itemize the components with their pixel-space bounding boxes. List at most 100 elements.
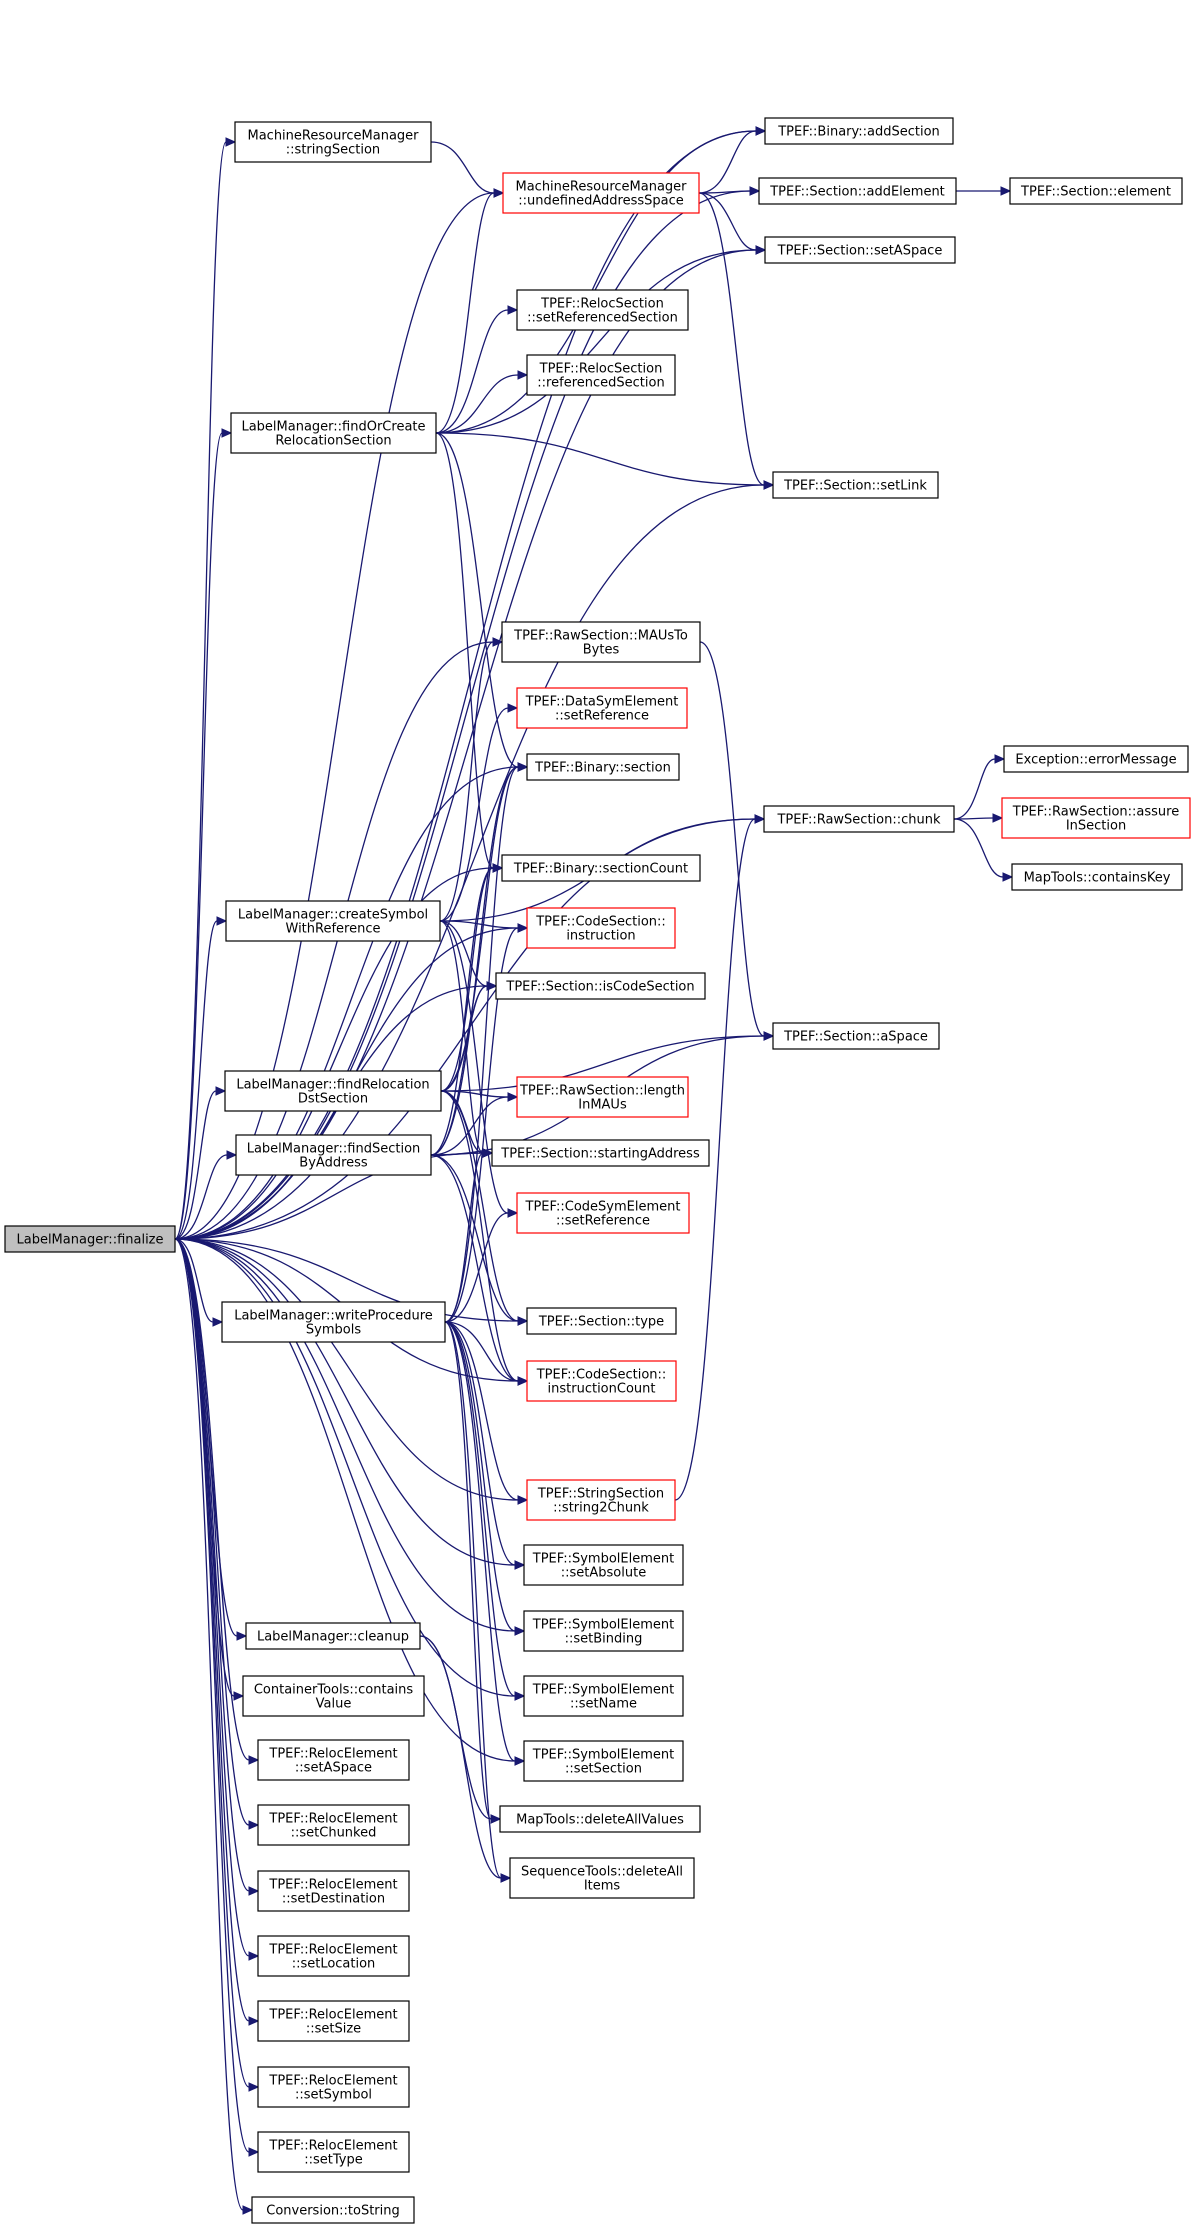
node-finalize[interactable]: LabelManager::finalize bbox=[4, 1225, 176, 1253]
node-relocSetType[interactable]: TPEF::RelocElement::setType bbox=[257, 2131, 410, 2173]
node-symSetName[interactable]: TPEF::SymbolElement::setName bbox=[523, 1675, 684, 1717]
node-codeInstruction[interactable]: TPEF::CodeSection::instruction bbox=[526, 907, 676, 949]
arrowhead-icon bbox=[248, 1755, 260, 1765]
node-box bbox=[758, 177, 957, 205]
node-symSetSection[interactable]: TPEF::SymbolElement::setSection bbox=[523, 1740, 684, 1782]
node-mapDeleteAllValues[interactable]: MapTools::deleteAllValues bbox=[499, 1805, 701, 1833]
node-relocSetSize[interactable]: TPEF::RelocElement::setSize bbox=[257, 2000, 410, 2042]
node-relocReferencedSection[interactable]: TPEF::RelocSection::referencedSection bbox=[526, 354, 676, 396]
node-relocSetDestination[interactable]: TPEF::RelocElement::setDestination bbox=[257, 1870, 410, 1912]
arrowhead-icon bbox=[221, 428, 233, 438]
node-sectionSetLink[interactable]: TPEF::Section::setLink bbox=[772, 471, 939, 499]
node-label-line: TPEF::DataSymElement bbox=[525, 695, 679, 710]
edge-line bbox=[435, 192, 495, 434]
node-binaryAddSection[interactable]: TPEF::Binary::addSection bbox=[764, 117, 954, 145]
node-sectionSetASpace[interactable]: TPEF::Section::setASpace bbox=[764, 236, 956, 264]
node-relocSetLocation[interactable]: TPEF::RelocElement::setLocation bbox=[257, 1935, 410, 1977]
node-label-line: ::setASpace bbox=[295, 1761, 372, 1776]
edge-line bbox=[174, 1238, 250, 1761]
node-label-line: ::stringSection bbox=[286, 143, 380, 158]
node-sectionIsCodeSection[interactable]: TPEF::Section::isCodeSection bbox=[495, 972, 706, 1000]
node-symSetAbsolute[interactable]: TPEF::SymbolElement::setAbsolute bbox=[523, 1544, 684, 1586]
node-symSetBinding[interactable]: TPEF::SymbolElement::setBinding bbox=[523, 1610, 684, 1652]
node-relocSetChunked[interactable]: TPEF::RelocElement::setChunked bbox=[257, 1804, 410, 1846]
edge-line bbox=[174, 1238, 516, 1697]
node-codeSymSetReference[interactable]: TPEF::CodeSymElement::setReference bbox=[516, 1192, 690, 1234]
node-findOrCreateRelocationSection[interactable]: LabelManager::findOrCreateRelocationSect… bbox=[230, 412, 437, 454]
edge-line bbox=[444, 1321, 516, 1566]
node-relocSetASpace[interactable]: TPEF::RelocElement::setASpace bbox=[257, 1739, 410, 1781]
edge-line bbox=[174, 1238, 244, 2211]
node-label-line: ::setChunked bbox=[291, 1826, 377, 1841]
node-label-line: RelocationSection bbox=[275, 434, 391, 449]
node-mapContainsKey[interactable]: MapTools::containsKey bbox=[1011, 863, 1183, 891]
edge-line bbox=[174, 1238, 250, 2153]
edge-finalize-to-toString bbox=[174, 1238, 254, 2215]
node-label-line: MachineResourceManager bbox=[515, 180, 687, 195]
edge-undefinedAddressSpace-to-sectionAddElement bbox=[698, 186, 761, 196]
node-sectionType[interactable]: TPEF::Section::type bbox=[526, 1307, 677, 1335]
node-label-line: LabelManager::writeProcedure bbox=[234, 1309, 433, 1324]
node-sectionElement[interactable]: TPEF::Section::element bbox=[1009, 177, 1183, 205]
node-dataSymSetReference[interactable]: TPEF::DataSymElement::setReference bbox=[516, 687, 688, 729]
node-binarySection[interactable]: TPEF::Binary::section bbox=[526, 753, 680, 781]
edge-line bbox=[174, 141, 227, 1240]
arrowhead-icon bbox=[212, 1317, 224, 1327]
edge-line bbox=[435, 432, 765, 486]
node-label-line: SequenceTools::deleteAll bbox=[521, 1865, 683, 1880]
node-rawChunk[interactable]: TPEF::RawSection::chunk bbox=[763, 805, 955, 833]
node-label-line: TPEF::SymbolElement bbox=[532, 1618, 674, 1633]
node-stringSection[interactable]: MachineResourceManager::stringSection bbox=[234, 121, 432, 163]
node-cleanup[interactable]: LabelManager::cleanup bbox=[245, 1622, 421, 1650]
node-undefinedAddressSpace[interactable]: MachineResourceManager::undefinedAddress… bbox=[502, 172, 700, 214]
edge-rawChunk-to-exceptionErrorMessage bbox=[953, 754, 1006, 820]
node-label-line: instructionCount bbox=[548, 1382, 656, 1397]
node-sectionAddElement[interactable]: TPEF::Section::addElement bbox=[758, 177, 957, 205]
node-label-line: ::setAbsolute bbox=[561, 1566, 646, 1581]
arrowhead-icon bbox=[507, 1092, 519, 1102]
node-label-line: Items bbox=[584, 1879, 621, 1894]
node-exceptionErrorMessage[interactable]: Exception::errorMessage bbox=[1003, 745, 1189, 773]
edge-layer bbox=[174, 126, 1014, 2215]
node-box bbox=[523, 1610, 684, 1652]
node-relocSetReferencedSection[interactable]: TPEF::RelocSection::setReferencedSection bbox=[516, 289, 689, 331]
node-toString[interactable]: Conversion::toString bbox=[251, 2196, 415, 2224]
node-label-line: TPEF::Section::type bbox=[538, 1315, 664, 1330]
edge-line bbox=[174, 432, 223, 1240]
arrowhead-icon bbox=[517, 1495, 529, 1505]
node-binarySectionCount[interactable]: TPEF::Binary::sectionCount bbox=[501, 854, 701, 882]
edge-finalize-to-relocSetLocation bbox=[174, 1238, 260, 1961]
node-box bbox=[764, 236, 956, 264]
node-sectionStartingAddress[interactable]: TPEF::Section::startingAddress bbox=[491, 1139, 710, 1167]
node-string2Chunk[interactable]: TPEF::StringSection::string2Chunk bbox=[526, 1479, 676, 1521]
edge-cleanup-to-mapDeleteAllValues bbox=[419, 1635, 502, 1824]
edge-line bbox=[174, 1238, 516, 1566]
node-label-line: ::setLocation bbox=[292, 1957, 376, 1972]
node-sectionASpace[interactable]: TPEF::Section::aSpace bbox=[772, 1022, 940, 1050]
arrowhead-icon bbox=[755, 126, 767, 136]
node-box bbox=[516, 687, 688, 729]
node-box bbox=[516, 1192, 690, 1234]
node-relocSetSymbol[interactable]: TPEF::RelocElement::setSymbol bbox=[257, 2066, 410, 2108]
node-codeInstructionCount[interactable]: TPEF::CodeSection::instructionCount bbox=[526, 1360, 677, 1402]
node-box bbox=[1001, 797, 1191, 839]
node-layer: LabelManager::finalize MachineResourceMan… bbox=[4, 117, 1191, 2224]
edge-line bbox=[435, 309, 509, 434]
edge-line bbox=[435, 130, 757, 434]
arrowhead-icon bbox=[225, 137, 237, 147]
edge-line bbox=[698, 130, 757, 194]
node-label-line: TPEF::RelocElement bbox=[268, 2139, 397, 2154]
edge-line bbox=[174, 1238, 250, 1892]
arrowhead-icon bbox=[507, 1208, 519, 1218]
edge-writeProcedureSymbols-to-binarySection bbox=[444, 762, 529, 1323]
edge-rawMAUsToBytes-to-sectionASpace bbox=[699, 641, 775, 1041]
